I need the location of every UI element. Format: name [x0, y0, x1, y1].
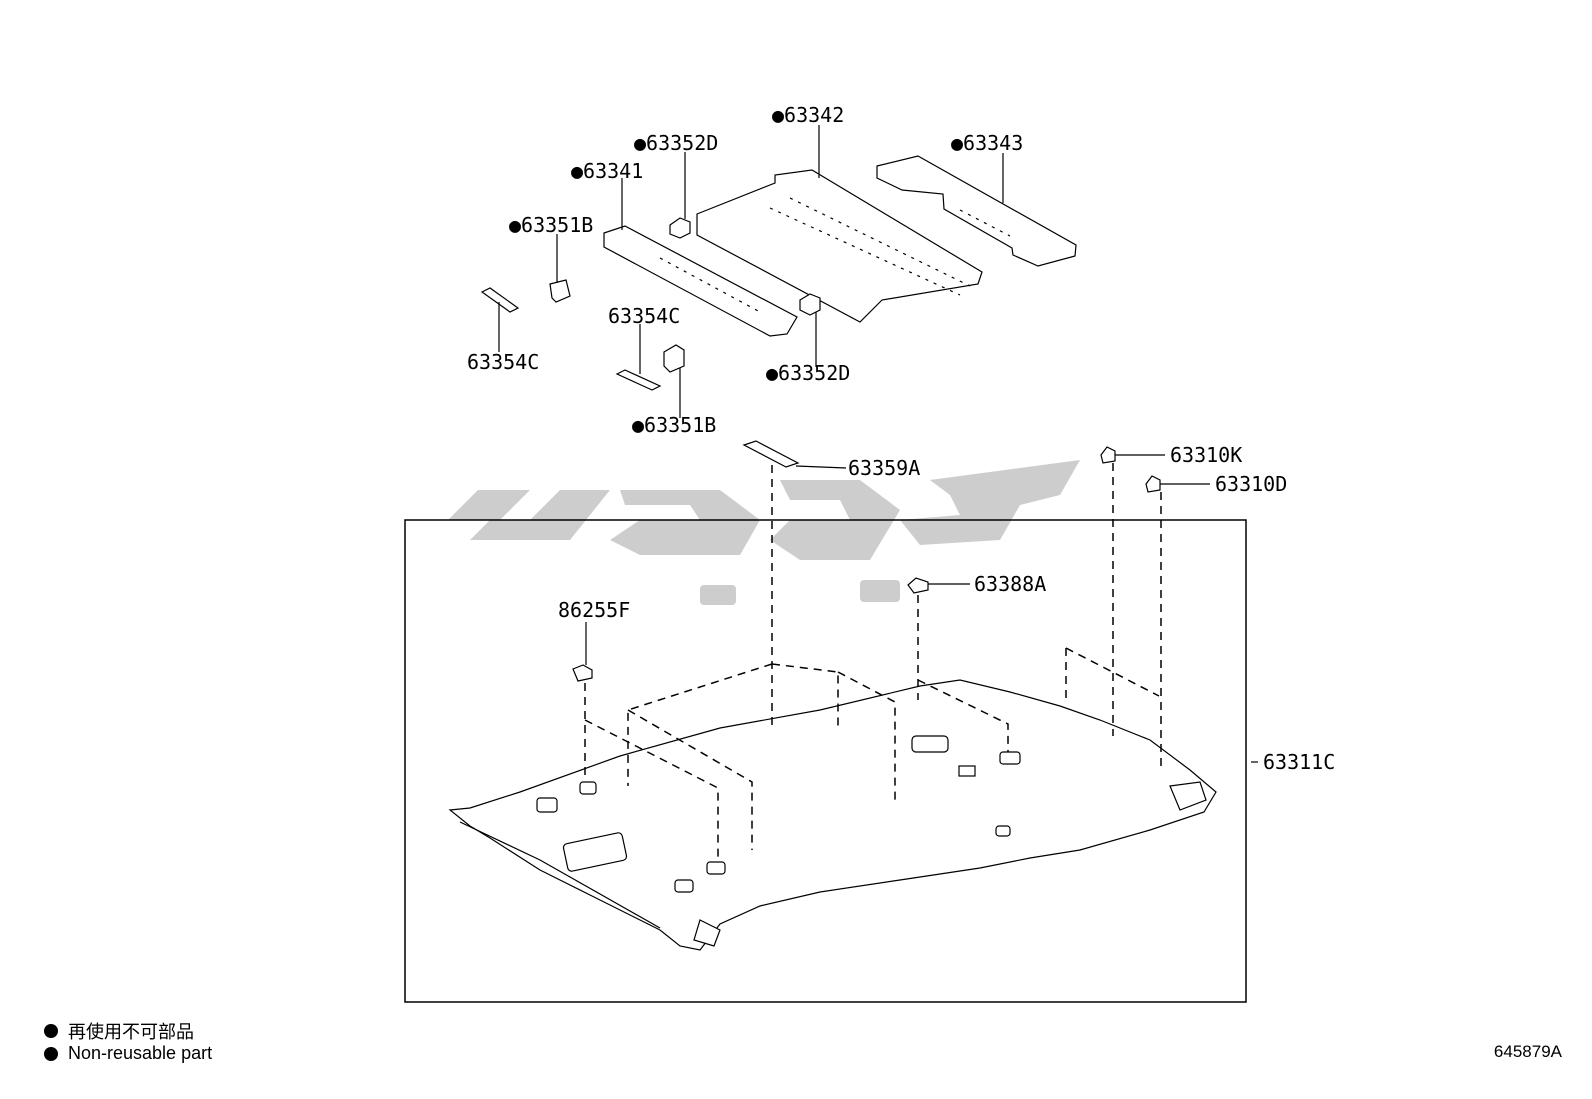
tape-63354C-right: [615, 369, 662, 391]
legend-text-jp: 再使用不可部品: [68, 1022, 194, 1042]
clip-63351B-top: [549, 279, 571, 303]
callout-63351B-bottom: ●63351B: [632, 413, 716, 437]
pad-63341: [603, 225, 798, 337]
callout-63343: ●63343: [951, 131, 1023, 155]
callout-63310D: 63310D: [1215, 472, 1287, 496]
clip-63388A: [907, 577, 929, 594]
watermark-logo: [448, 460, 1080, 605]
drawing-number: 645879A: [1493, 1042, 1562, 1061]
clip-63351B-bottom: [663, 344, 685, 373]
projection-lines: [584, 463, 1162, 862]
headliner-63311C: [448, 679, 1217, 951]
callout-86255F: 86255F: [558, 598, 630, 622]
callout-63342: ●63342: [772, 103, 844, 127]
clip-86255F: [572, 664, 593, 682]
clip-63310D: [1145, 475, 1161, 493]
legend-item-jp: 再使用不可部品: [44, 1018, 194, 1044]
pad-63342: [696, 169, 983, 323]
legend-text-en: Non-reusable part: [68, 1043, 213, 1063]
callout-63354C-left: 63354C: [467, 350, 539, 374]
callout-63311C: 63311C: [1263, 750, 1335, 774]
clip-63310K: [1100, 446, 1116, 464]
callout-63359A: 63359A: [848, 456, 920, 480]
clip-63352D-top: [669, 217, 691, 239]
pad-63343: [876, 155, 1077, 267]
bullet-icon: [44, 1024, 58, 1038]
callout-63352D-top: ●63352D: [634, 131, 718, 155]
assembly-frame: [404, 519, 1247, 1003]
callout-63388A: 63388A: [974, 572, 1046, 596]
legend-item-en: Non-reusable part: [44, 1043, 212, 1064]
leader-lines: [498, 125, 1258, 763]
bullet-icon: [44, 1046, 58, 1061]
clip-63352D-bottom: [799, 293, 821, 316]
callout-63352D-bottom: ●63352D: [766, 361, 850, 385]
callout-63341: ●63341: [571, 159, 643, 183]
callout-63310K: 63310K: [1170, 443, 1242, 467]
tape-63359A: [742, 440, 800, 468]
callout-63351B-top: ●63351B: [509, 213, 593, 237]
tape-63354C-left: [480, 287, 520, 313]
callout-63354C-right: 63354C: [608, 304, 680, 328]
